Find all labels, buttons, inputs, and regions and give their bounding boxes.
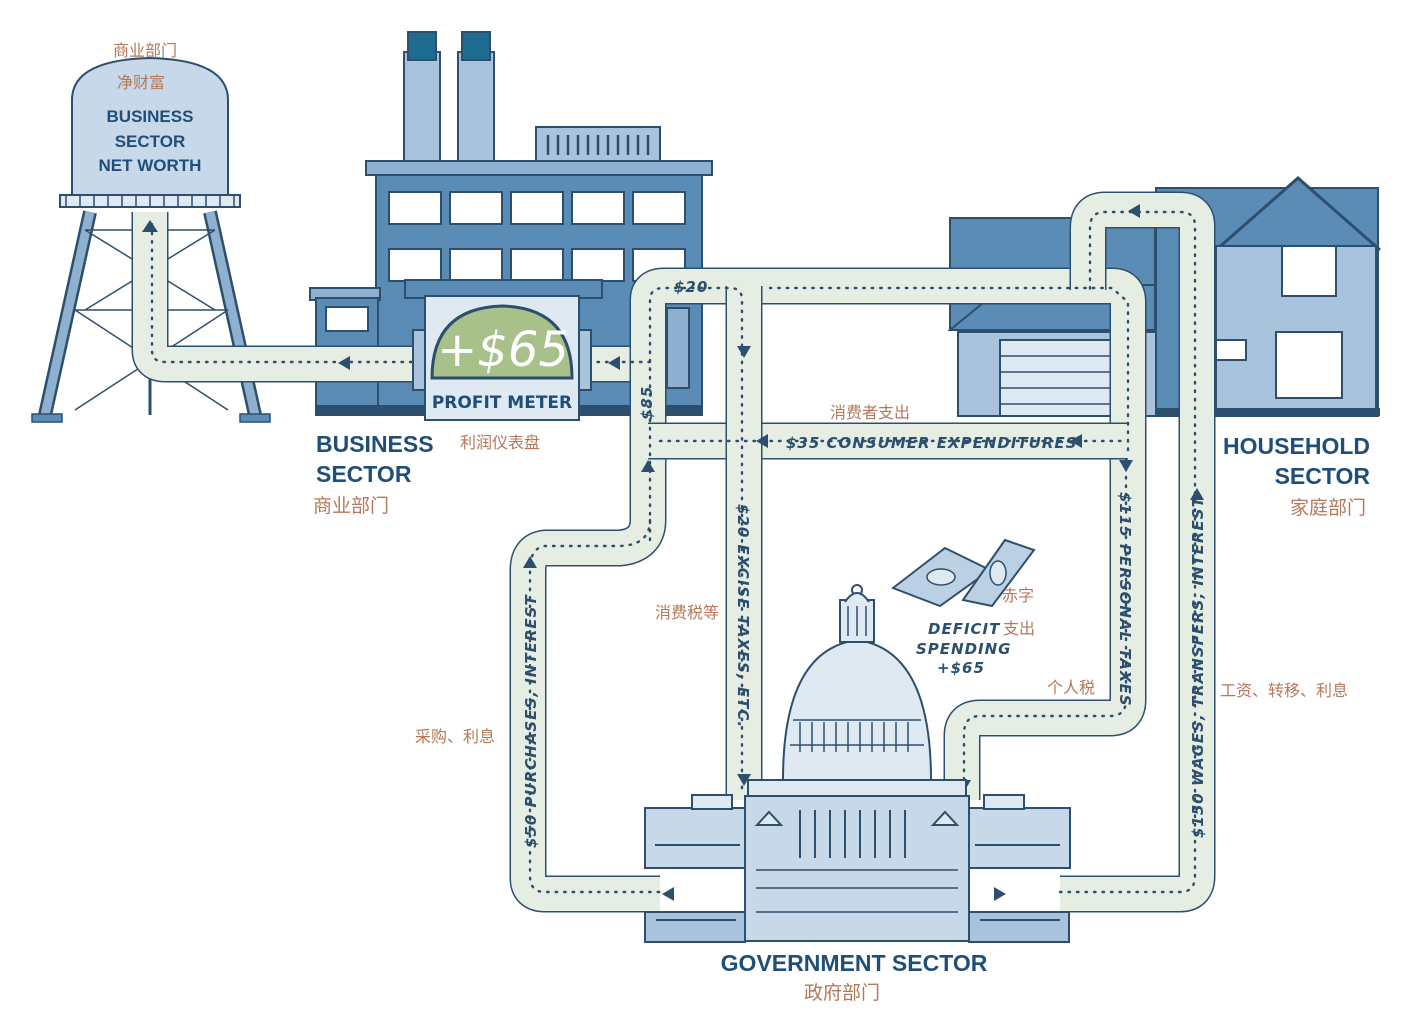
business-sector-label-1: BUSINESS bbox=[316, 431, 434, 457]
tower-label-en-3: NET WORTH bbox=[99, 156, 202, 175]
tower-label-en-2: SECTOR bbox=[115, 132, 186, 151]
tower-label-en-1: BUSINESS bbox=[107, 107, 194, 126]
deficit-label-2: SPENDING bbox=[916, 640, 1012, 658]
excise-taxes-cn: 消费税等 bbox=[655, 603, 719, 622]
purchases-interest-cn: 采购、利息 bbox=[415, 727, 495, 746]
wages-transfers-label: $150 WAGES, TRANSFERS, INTEREST bbox=[1189, 495, 1207, 838]
flow-dotted-lines bbox=[150, 210, 1197, 894]
household-sector-label-1: HOUSEHOLD bbox=[1223, 433, 1370, 459]
tower-label-cn-1: 商业部门 bbox=[113, 41, 177, 60]
deficit-bills-icon bbox=[890, 538, 1036, 608]
government-sector-cn: 政府部门 bbox=[804, 982, 880, 1004]
purchases-interest-label: $50 PURCHASES, INTEREST bbox=[522, 594, 540, 848]
consumer-expenditures-cn: 消费者支出 bbox=[830, 403, 910, 422]
deficit-cn-2: 支出 bbox=[1003, 619, 1035, 638]
deficit-label-1: DEFICIT bbox=[928, 620, 1001, 638]
business-sector-cn: 商业部门 bbox=[313, 495, 389, 517]
flow-label-top-20: $20 bbox=[674, 278, 708, 296]
business-sector-label-2: SECTOR bbox=[316, 461, 412, 487]
excise-taxes-label: $20 EXCISE TAXES, ETC. bbox=[734, 504, 752, 728]
consumer-expenditures-label: $35 CONSUMER EXPENDITURES bbox=[786, 434, 1077, 452]
flow-arrows bbox=[142, 204, 1204, 901]
deficit-label-3: +$65 bbox=[937, 659, 985, 677]
profit-meter-cn: 利润仪表盘 bbox=[460, 433, 540, 452]
profit-meter bbox=[404, 279, 603, 421]
flow-pipes bbox=[131, 191, 1216, 913]
personal-taxes-cn: 个人税 bbox=[1047, 678, 1095, 697]
household-sector-cn: 家庭部门 bbox=[1290, 497, 1366, 519]
capitol-building bbox=[644, 584, 1071, 943]
personal-taxes-label: $115 PERSONAL TAXES bbox=[1116, 492, 1134, 707]
government-sector-label: GOVERNMENT SECTOR bbox=[721, 950, 988, 976]
flow-label-left-85: $85 bbox=[638, 386, 656, 420]
tower-label-cn-2: 净财富 bbox=[117, 73, 165, 92]
wages-transfers-cn: 工资、转移、利息 bbox=[1220, 681, 1348, 700]
household-sector-label-2: SECTOR bbox=[1275, 463, 1371, 489]
profit-meter-value: +$65 bbox=[437, 322, 569, 378]
deficit-cn-1: 赤字 bbox=[1002, 586, 1034, 605]
profit-meter-label: PROFIT METER bbox=[432, 393, 572, 413]
